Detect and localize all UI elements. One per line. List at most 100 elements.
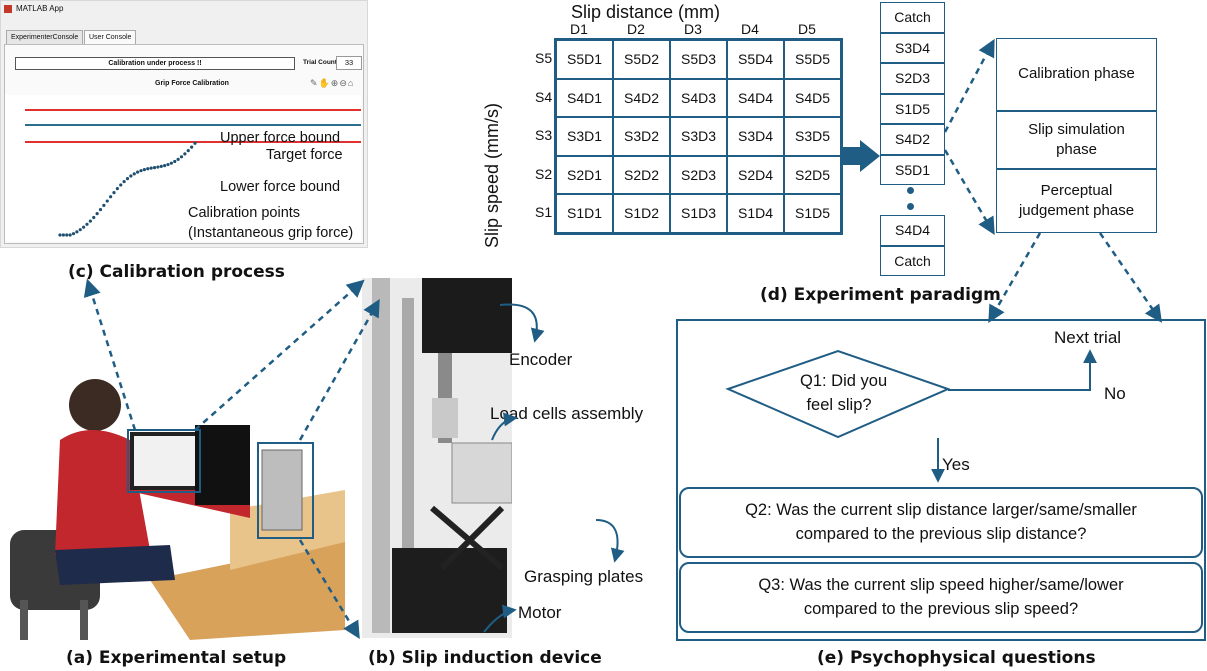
grid-row-header: S3 [535,127,553,143]
person-shirt [55,430,150,555]
home-icon[interactable]: ⌂ [347,78,355,88]
no-to-next-trial-arrow [948,349,1097,391]
q1-text-line2: feel slip? [806,396,872,414]
grid-cell: S5D1 [556,40,613,79]
perceptual-judgement-phase-box: Perceptual judgement phase [996,169,1157,233]
q3-box: Q3: Was the current slip speed higher/sa… [679,562,1203,633]
trial-to-phases-arrow [943,38,995,133]
grid-outer-frame [554,38,843,235]
grid-row-header: S5 [535,50,553,66]
slip-simulation-phase-box: Slip simulation phase [996,111,1157,169]
calibration-point [159,164,163,169]
experimental-setup-illustration [10,379,345,640]
matlab-window-title: MATLAB App [16,4,64,13]
calibration-point [88,219,92,223]
grid-cell: S4D4 [727,78,784,117]
zoom-in-icon[interactable]: ⊕ [330,78,340,88]
calibration-point [98,207,103,212]
calibration-point [61,233,65,237]
grid-cell: S3D2 [613,117,670,156]
grid-cell: S2D2 [613,155,670,194]
sequence-trial-cell: S4D2 [880,124,945,155]
grid-cell: S2D1 [556,155,613,194]
grid-cell: S4D5 [784,78,841,117]
calibration-point [169,161,173,165]
monitor-screen [134,436,196,486]
sequence-trial-cell: Catch [880,2,945,33]
aluminium-rail-left [372,278,390,633]
calibration-point [163,164,167,168]
slip-device-small [261,449,303,531]
grid-cell: S3D5 [784,117,841,156]
calibration-point [125,176,130,181]
grid-cell: S2D5 [784,155,841,194]
caption-e: (e) Psychophysical questions [817,648,1096,668]
calibration-point [129,174,133,178]
phase-to-questions-arrow [988,232,1042,324]
sequence-ellipsis-dot [907,203,914,210]
chair-leg [20,600,28,640]
trial-count-label: Trial Count [303,59,337,66]
person-head [69,379,121,431]
calibration-point [105,199,109,203]
caption-b: (b) Slip induction device [368,648,602,668]
calibration-point [146,167,150,171]
grasping-pointer [595,519,625,563]
screen-divider [195,425,250,505]
calibration-point [92,215,96,220]
sequence-trial-cell: S1D5 [880,93,945,124]
calibration-point [173,159,177,164]
grid-cell: S1D3 [670,194,727,233]
calibration-point [166,162,170,167]
grid-row-header: S4 [535,88,553,105]
grid-cell: S5D2 [613,40,670,79]
sequence-trial-cell: S2D3 [880,63,945,94]
calibration-plot [5,95,361,241]
calibration-points [58,141,197,237]
next-trial-label: Next trial [1054,328,1122,347]
calibration-point [102,203,106,207]
encoder-label: Encoder [509,350,573,369]
calibration-point [183,152,187,156]
coupler [432,398,458,438]
q1-text-line1: Q1: Did you [800,372,888,390]
plot-title: Grip Force Calibration [155,80,229,87]
grid-row-header: S2 [535,165,553,182]
caption-c: (c) Calibration process [68,262,285,282]
device-highlight-box [257,442,314,539]
calibration-phase-box: Calibration phase [996,38,1157,111]
calibration-point [71,232,76,236]
q3-text-line2: compared to the previous slip speed? [803,599,1079,618]
setup-to-device-arrow [298,298,380,441]
calibration-point [190,145,194,149]
encoder-housing [422,278,512,353]
sequence-trial-cell: S5D1 [880,154,945,185]
calibration-point [78,228,82,232]
calibration-point [75,230,79,234]
grid-cell: S3D4 [727,117,784,156]
q2-box: Q2: Was the current slip distance larger… [679,487,1203,558]
person-jeans [55,545,175,585]
sequence-ellipsis-dot [907,187,914,194]
brush-icon[interactable]: ✎ [310,78,319,88]
load-cells-pointer [491,412,518,441]
calibration-status-field: Calibration under process !! [15,57,295,70]
matlab-app-window: MATLAB App ExperimenterConsole User Cons… [0,0,368,248]
grid-cell: S4D1 [556,78,613,117]
plot-toolbar[interactable]: ✎✋⊕⊖⌂ [310,78,354,89]
pan-icon[interactable]: ✋ [318,78,331,88]
calibration-point [95,212,99,216]
load-cells-label: Load cells assembly [490,404,644,423]
calibration-point [136,170,140,174]
trial-count-field[interactable]: 33 [336,56,362,70]
grid-column-header: D2 [627,21,645,37]
zoom-out-icon[interactable]: ⊖ [339,78,348,88]
calibration-point [142,167,146,172]
grid-cell: S5D3 [670,40,727,79]
calibration-point [193,141,197,145]
motor-label: Motor [518,603,562,622]
matlab-app-icon [4,4,12,13]
grid-cell: S4D3 [670,78,727,117]
setup-to-calibration-arrow-2 [194,279,365,431]
